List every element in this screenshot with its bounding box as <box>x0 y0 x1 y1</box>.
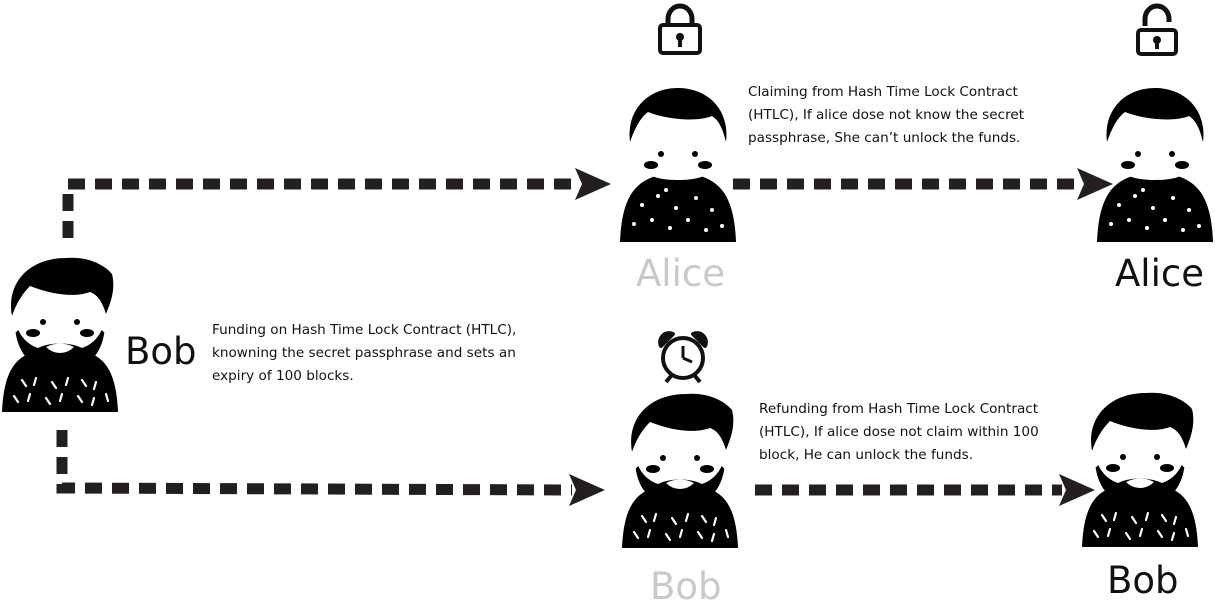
arrow-head-icon <box>575 168 611 200</box>
dashed-connectors <box>56 178 1080 496</box>
claiming-line-3: passphrase, She can’t unlock the funds. <box>748 130 1021 146</box>
bob-to-alice-connector <box>62 178 578 238</box>
bob-start-avatar: .dk .fill{fill:#111111}.dk .line{stroke:… <box>0 256 120 414</box>
bob-faded-avatar <box>620 392 740 550</box>
refunding-line-1: Refunding from Hash Time Lock Contract <box>759 401 1039 417</box>
bob-to-bob-connector <box>56 430 573 496</box>
alice-faded-name: Alice <box>636 252 725 295</box>
alarm-clock-icon <box>658 331 708 384</box>
refunding-line-3: block, He can unlock the funds. <box>759 447 974 463</box>
claiming-line-1: Claiming from Hash Time Lock Contract <box>748 84 1018 100</box>
funding-line-3: expiry of 100 blocks. <box>212 368 354 384</box>
refunding-description: Refunding from Hash Time Lock Contract (… <box>759 398 1039 467</box>
funding-description: Funding on Hash Time Lock Contract (HTLC… <box>212 319 516 388</box>
bob-final-avatar <box>1080 391 1200 549</box>
alice-faded-avatar <box>620 88 736 242</box>
claiming-line-2: (HTLC), If alice dose not know the secre… <box>748 107 1025 123</box>
bob-final-name: Bob <box>1107 559 1179 602</box>
arrow-head-icon <box>569 474 605 506</box>
padlock-closed-icon <box>658 3 702 55</box>
funding-line-1: Funding on Hash Time Lock Contract (HTLC… <box>212 322 517 338</box>
bob-start-name: Bob <box>125 330 197 373</box>
padlock-open-icon <box>1136 3 1178 56</box>
alice-final-avatar <box>1097 88 1213 242</box>
bob-faded-name: Bob <box>650 565 722 608</box>
funding-line-2: knowning the secret passphrase and sets … <box>212 345 516 361</box>
arrow-head-icon <box>1059 474 1095 506</box>
claiming-description: Claiming from Hash Time Lock Contract (H… <box>748 81 1024 150</box>
refunding-line-2: (HTLC), If alice dose not claim within 1… <box>759 424 1039 440</box>
alice-final-name: Alice <box>1115 252 1204 295</box>
